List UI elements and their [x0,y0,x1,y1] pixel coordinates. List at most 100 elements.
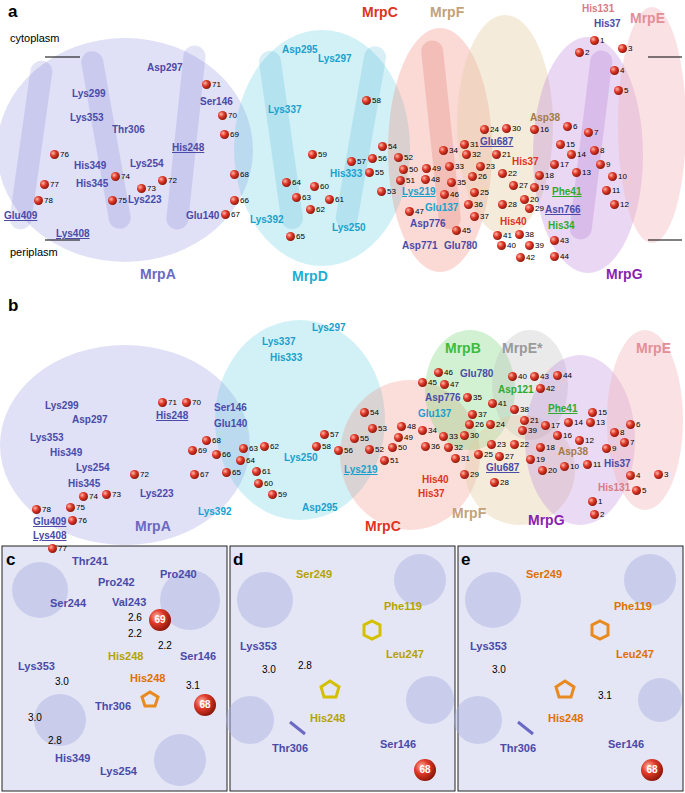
water-sphere [418,378,427,387]
water-sphere [102,490,111,499]
distance-label: 2.6 [128,612,142,624]
water-sphere [149,609,171,631]
callout-number: 32 [472,150,481,159]
callout-number: 39 [535,241,544,250]
water-sphere [526,455,535,464]
residue-label: His248 [156,410,188,422]
residue-label: Asp38 [558,446,588,458]
panel-letter: e [461,550,470,570]
water-sphere [48,544,57,553]
water-sphere [508,372,517,381]
callout-number: 17 [560,160,569,169]
water-sphere [550,252,559,261]
residue-label: Phe41 [552,186,581,198]
water-sphere [394,433,403,442]
water-sphere [626,420,635,429]
callout-number: 68 [240,170,249,179]
residue-label: Lys250 [332,222,366,234]
water-sphere [320,430,329,439]
water-sphere [190,470,199,479]
callout-number: 21 [502,150,511,159]
water-sphere [422,164,431,173]
callout-number: 8 [600,146,604,155]
callout-number: 3 [628,44,632,53]
residue-label: His40 [422,474,449,486]
residue-label: Asp121 [498,384,534,396]
callout-number: 70 [192,398,201,407]
callout-number: 57 [330,430,339,439]
subunit-label: MrpG [528,512,565,528]
callout-number: 31 [461,454,470,463]
residue-label: His37 [594,18,621,30]
water-sphere [268,490,277,499]
residue-label: Lys299 [45,400,79,412]
water-sphere [588,408,597,417]
water-sphere [590,510,599,519]
water-sphere [34,196,43,205]
water-sphere [560,462,569,471]
water-sphere [414,759,436,781]
callout-number: 37 [478,410,487,419]
callout-number: 69 [230,130,239,139]
water-sphere [188,446,197,455]
residue-label: Lys353 [18,660,55,673]
region-label: periplasm [10,246,58,259]
water-sphere [516,253,525,262]
callout-number: 7 [594,128,598,137]
callout-number: 54 [388,142,397,151]
callout-number: 30 [470,431,479,440]
water-sphere [498,200,507,209]
callout-number: 47 [415,207,424,216]
residue-label: His345 [76,178,108,190]
callout-number: 75 [76,503,85,512]
callout-number: 52 [375,445,384,454]
callout-number: 59 [278,490,287,499]
water-sphere [282,178,291,187]
water-sphere [202,436,211,445]
water-sphere [480,125,489,134]
water-sphere [222,468,231,477]
callout-number: 12 [620,200,629,209]
callout-number: 29 [470,470,479,479]
water-sphere [536,384,545,393]
callout-number: 78 [44,196,53,205]
water-sphere [584,128,593,137]
panel-letter: b [8,296,18,316]
callout-number: 76 [60,150,69,159]
callout-number: 56 [378,154,387,163]
water-sphere [610,66,619,75]
callout-number: 46 [444,368,453,377]
callout-number: 63 [302,193,311,202]
residue-label: Glu780 [444,240,477,252]
water-sphere [451,454,460,463]
residue-label: His248 [108,650,143,663]
water-sphere [440,190,449,199]
residue-label: Asp295 [282,44,318,56]
residue-label: Lys254 [76,462,110,474]
residue-label: Phe119 [384,600,422,613]
callout-number: 33 [455,162,464,171]
callout-number: 5 [642,486,646,495]
callout-number: 22 [508,169,517,178]
water-sphere [486,420,495,429]
water-sphere [465,420,474,429]
callout-number: 65 [232,468,241,477]
water-sphere [530,372,539,381]
callout-number: 1 [598,497,602,506]
callout-number: 74 [121,172,130,181]
callout-number: 25 [484,450,493,459]
water-sphere [525,241,534,250]
callout-number: 60 [320,182,329,191]
callout-number: 24 [496,420,505,429]
water-sphere [462,150,471,159]
water-sphere [452,226,461,235]
water-sphere [377,187,386,196]
water-sphere [447,178,456,187]
panel-letter: a [8,2,17,22]
water-sphere [493,231,502,240]
callout-number: 74 [89,492,98,501]
residue-label: Lys250 [284,452,318,464]
callout-number: 28 [508,200,517,209]
water-sphere [602,186,611,195]
callout-number: 77 [50,180,59,189]
